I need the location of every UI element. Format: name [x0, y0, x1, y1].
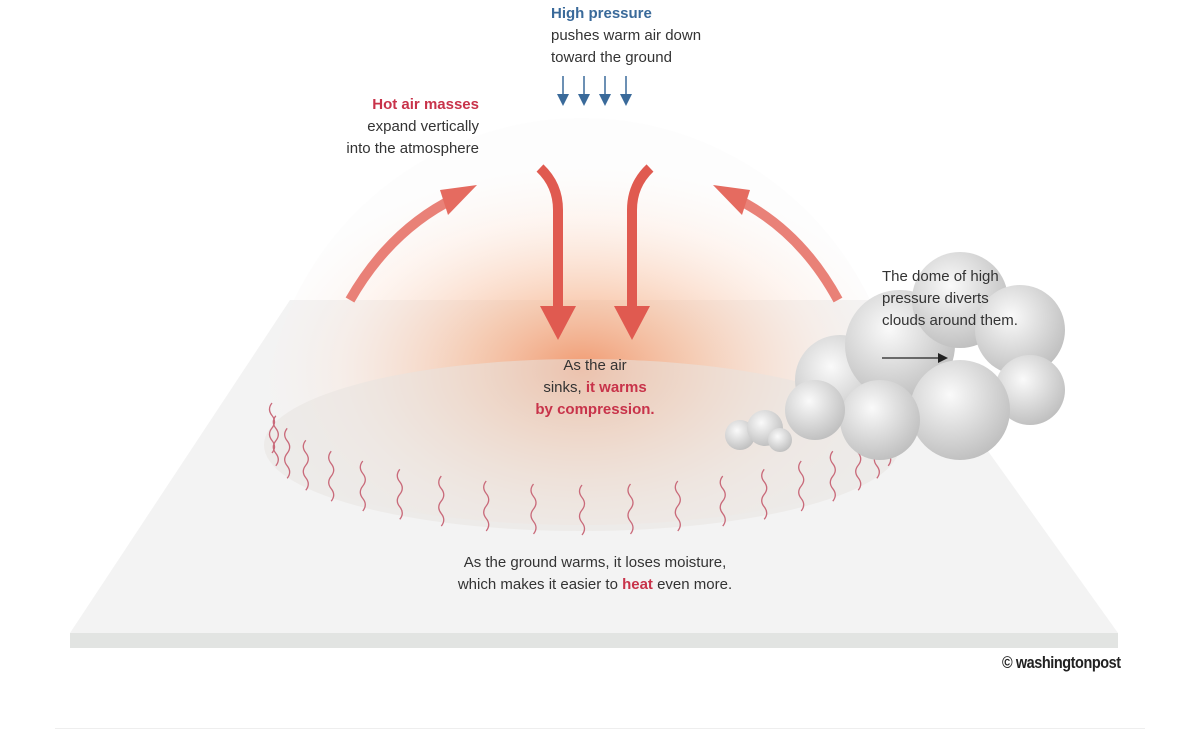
dome-line1: The dome of high	[882, 268, 999, 285]
heat-wave	[578, 484, 586, 536]
heat-wave	[798, 460, 805, 512]
dome-line2: pressure diverts	[882, 290, 989, 307]
platform-edge	[70, 633, 1118, 648]
ground-highlight: heat	[622, 576, 653, 593]
heat-wave	[272, 415, 279, 467]
copyright-icon: ©	[1002, 653, 1013, 672]
dome-line3: clouds around them.	[882, 312, 1018, 329]
hot-air-arrowhead-right	[713, 185, 750, 215]
dome-label: The dome of high pressure diverts clouds…	[882, 266, 1018, 332]
sinking-air-label: As the air sinks, it warms by compressio…	[495, 355, 695, 421]
high-pressure-title: High pressure	[551, 5, 652, 22]
bottom-divider	[55, 728, 1145, 729]
high-pressure-line1: pushes warm air down	[551, 27, 702, 44]
heat-wave	[483, 480, 490, 532]
high-pressure-label: High pressure pushes warm air down towar…	[551, 3, 701, 69]
heat-wave	[302, 439, 309, 491]
sinking-arrowhead-left	[540, 306, 576, 340]
cloud-large-icon	[785, 252, 1065, 460]
ground-line2: which makes it easier to	[457, 576, 623, 593]
heat-wave	[359, 460, 366, 512]
credit: © washingtonpost	[1002, 653, 1121, 673]
sinking-arrow-left	[536, 164, 563, 310]
dome-base	[264, 359, 900, 531]
hot-air-title: Hot air masses	[372, 96, 479, 113]
credit-text: washingtonpost	[1015, 653, 1121, 672]
heat-wave	[761, 468, 768, 520]
sinking-arrowhead-right	[614, 306, 650, 340]
cloud-small-icon	[725, 410, 792, 452]
sinking-line3-highlight: by compression.	[535, 401, 655, 418]
ground-label: As the ground warms, it loses moisture, …	[395, 552, 795, 596]
heat-wave	[438, 475, 445, 527]
heat-wave	[530, 483, 537, 535]
sinking-line1: As the air	[563, 357, 627, 374]
sinking-line2: sinks,	[543, 379, 586, 396]
high-pressure-line2: toward the ground	[551, 49, 672, 66]
ground-line1: As the ground warms, it loses moisture,	[463, 554, 727, 571]
heat-wave	[829, 450, 836, 502]
sinking-line2-highlight: it warms	[585, 379, 647, 396]
heat-wave	[719, 475, 726, 527]
heat-wave	[396, 468, 403, 520]
hot-air-arrowhead-left	[440, 185, 477, 215]
ground-line2-end: even more.	[652, 576, 733, 593]
hot-air-label: Hot air masses expand vertically into th…	[278, 94, 479, 160]
hot-air-arrow-left	[345, 193, 458, 303]
heat-wave	[674, 480, 681, 532]
sinking-arrow-right	[627, 164, 654, 310]
hot-air-arrow-right	[732, 193, 843, 303]
high-pressure-arrows	[557, 76, 632, 106]
heat-wave	[627, 483, 634, 535]
hot-air-line2: into the atmosphere	[346, 140, 479, 157]
heat-wave	[284, 427, 291, 479]
hot-air-line1: expand vertically	[367, 118, 479, 135]
heat-wave	[328, 450, 335, 502]
